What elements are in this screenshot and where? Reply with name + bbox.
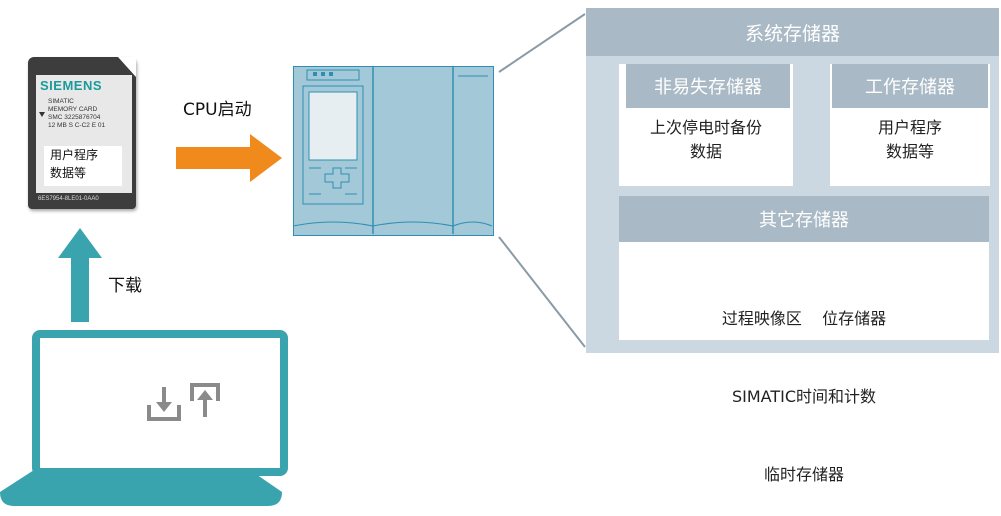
cpu-start-label: CPU启动 [183, 100, 252, 120]
sd-card-line1: SIMATIC [48, 98, 74, 105]
sd-card-line4: 12 MB S C-C2 E 01 [48, 122, 106, 129]
orange-arrow-icon [176, 134, 282, 182]
download-label: 下载 [108, 276, 142, 296]
other-memory-body: 过程映像区 位存储器 SIMATIC时间和计数 临时存储器 [619, 254, 989, 514]
zoom-connector-lines [498, 13, 586, 348]
sd-card-line3: SMC 3225876704 [48, 114, 101, 121]
sd-card-line2: MEMORY CARD [48, 106, 98, 113]
other-memory-body-line2: SIMATIC时间和计数 [731, 387, 877, 406]
cpu-module-drawing [293, 66, 493, 234]
work-memory-body-line1: 用户程序 [877, 118, 942, 137]
retentive-memory-title: 非易失存储器 [626, 64, 790, 108]
sd-card-notch [118, 57, 136, 77]
sd-card-brand: SIEMENS [40, 78, 103, 93]
other-memory-body-line3: 临时存储器 [763, 465, 844, 484]
retentive-memory-body: 上次停电时备份 数据 [619, 116, 793, 164]
retentive-memory-body-line1: 上次停电时备份 [649, 118, 762, 137]
work-memory-body: 用户程序 数据等 [830, 116, 990, 164]
sd-card-content-line2: 数据等 [50, 166, 87, 180]
work-memory-body-line2: 数据等 [885, 142, 934, 161]
system-memory-title: 系统存储器 [586, 8, 999, 56]
retentive-memory-body-line2: 数据 [689, 142, 722, 161]
sd-card-order-number: 6ES7954-8LE01-0AA0 [38, 196, 99, 202]
sd-card-content-line1: 用户程序 [50, 148, 99, 162]
work-memory-title: 工作存储器 [832, 64, 988, 108]
other-memory-title: 其它存储器 [619, 196, 989, 242]
laptop-base [0, 470, 282, 506]
sd-card-content: 用户程序 数据等 [44, 146, 122, 186]
sd-card-insert-arrow-icon [39, 112, 45, 117]
upload-download-icon [147, 383, 220, 421]
download-arrow-icon [58, 228, 102, 322]
other-memory-body-line1: 过程映像区 位存储器 [721, 309, 887, 328]
